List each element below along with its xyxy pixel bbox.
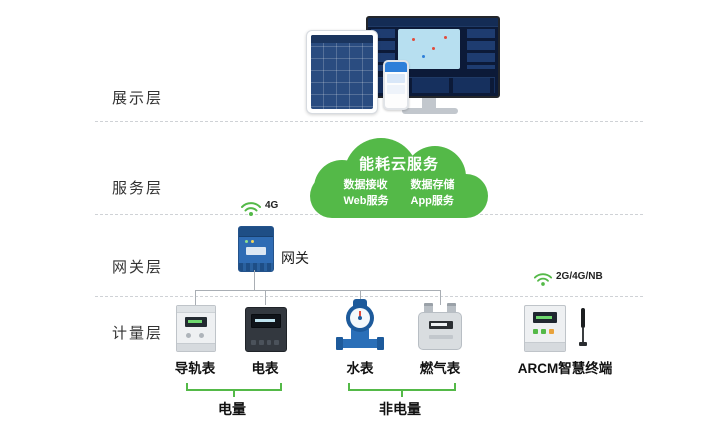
antenna xyxy=(577,308,589,350)
tablet-screen xyxy=(311,35,373,109)
phone-app-header xyxy=(385,62,407,72)
arcm-display xyxy=(533,312,557,323)
label-din-rail-meter: 导轨表 xyxy=(174,361,216,376)
water-meter-dial xyxy=(346,304,374,332)
phone-device xyxy=(383,60,409,110)
connector-drop-water xyxy=(360,290,361,305)
map-marker xyxy=(444,36,447,39)
din-rail-meter-device xyxy=(176,305,216,352)
wifi-icon xyxy=(533,273,553,286)
gateway-device xyxy=(238,226,274,272)
gateway-label: 网关 xyxy=(281,250,309,266)
cloud-service: 能耗云服务 数据接收 Web服务 数据存储 App服务 xyxy=(310,136,488,220)
map-marker xyxy=(412,38,415,41)
gas-meter-device xyxy=(418,303,462,350)
connector-drop-din xyxy=(195,290,196,305)
monitor-stand-neck xyxy=(422,96,436,109)
electric-group-brace xyxy=(186,383,282,397)
label-power-meter: 电表 xyxy=(251,361,279,376)
map-marker xyxy=(432,47,435,50)
connector-drop-gas xyxy=(440,290,441,305)
dashboard-topbar xyxy=(368,18,498,27)
divider-presentation-service xyxy=(95,121,643,122)
map-marker xyxy=(422,55,425,58)
label-water-meter: 水表 xyxy=(346,361,374,376)
cloud-item-data-receive: 数据接收 xyxy=(343,179,388,191)
arcm-button xyxy=(533,329,538,334)
layer-label-service: 服务层 xyxy=(112,180,164,197)
tablet-device xyxy=(306,30,378,114)
water-meter-fitting xyxy=(377,337,384,350)
connector-bus xyxy=(195,290,441,291)
gateway-signal: 4G xyxy=(240,200,278,217)
gas-meter-display xyxy=(429,321,453,329)
water-meter-device xyxy=(336,299,384,351)
monitor-stand-base xyxy=(402,108,458,114)
din-meter-bottom xyxy=(177,343,215,351)
arcm-bottom xyxy=(525,342,565,351)
terminal-signal: 2G/4G/NB xyxy=(533,271,603,287)
arcm-button xyxy=(541,329,546,334)
cloud-item-web-service: Web服务 xyxy=(343,195,389,207)
group-label-non-electric: 非电量 xyxy=(379,401,421,417)
group-label-electric: 电量 xyxy=(218,401,246,417)
gas-meter-body xyxy=(418,312,462,350)
connector-drop-power xyxy=(265,290,266,305)
tablet-topbar xyxy=(311,35,373,43)
arcm-terminal-device xyxy=(524,305,566,352)
phone-app-panel xyxy=(387,85,405,94)
gateway-led xyxy=(245,240,248,243)
gateway-terminals xyxy=(239,263,273,271)
din-meter-display xyxy=(185,317,207,327)
gateway-top-cap xyxy=(239,227,273,237)
cloud-item-app-service: App服务 xyxy=(410,195,454,207)
cloud-title: 能耗云服务 xyxy=(358,156,439,173)
water-meter-fitting xyxy=(336,337,343,350)
power-meter-display xyxy=(251,314,281,328)
cloud-shape xyxy=(310,174,488,218)
gas-meter-pipe xyxy=(447,303,456,318)
layer-label-metering: 计量层 xyxy=(112,325,164,342)
power-meter-device xyxy=(245,307,287,352)
label-gas-meter: 燃气表 xyxy=(419,361,461,376)
gas-meter-nameplate xyxy=(429,335,453,339)
layer-label-presentation: 展示层 xyxy=(112,90,164,107)
water-meter-pipe xyxy=(336,339,384,348)
connector-gateway-drop xyxy=(254,270,255,290)
antenna-rod xyxy=(581,308,585,328)
gateway-signal-label: 4G xyxy=(265,200,279,211)
gas-meter-pipe xyxy=(424,303,433,318)
label-arcm-terminal: ARCM智慧终端 xyxy=(517,361,613,376)
phone-app-panel xyxy=(387,74,405,83)
din-meter-button xyxy=(199,333,204,338)
gateway-led xyxy=(251,240,254,243)
power-meter-buttons xyxy=(251,340,279,345)
arcm-button xyxy=(549,329,554,334)
antenna-stem xyxy=(582,328,584,342)
antenna-base xyxy=(579,342,587,346)
wifi-icon xyxy=(241,202,261,216)
water-meter-cap xyxy=(353,299,367,306)
water-meter-face xyxy=(350,308,370,328)
din-meter-button xyxy=(186,333,191,338)
dashboard-right-panel xyxy=(467,29,495,69)
gateway-nameplate xyxy=(246,247,266,255)
terminal-signal-label: 2G/4G/NB xyxy=(556,271,603,282)
divider-gateway-metering xyxy=(95,296,643,297)
layer-label-gateway: 网关层 xyxy=(112,259,164,276)
cloud-services: 数据接收 Web服务 数据存储 App服务 xyxy=(310,177,488,209)
non-electric-group-brace xyxy=(348,383,456,397)
cloud-item-data-storage: 数据存储 xyxy=(410,179,455,191)
din-meter-top xyxy=(177,306,215,313)
